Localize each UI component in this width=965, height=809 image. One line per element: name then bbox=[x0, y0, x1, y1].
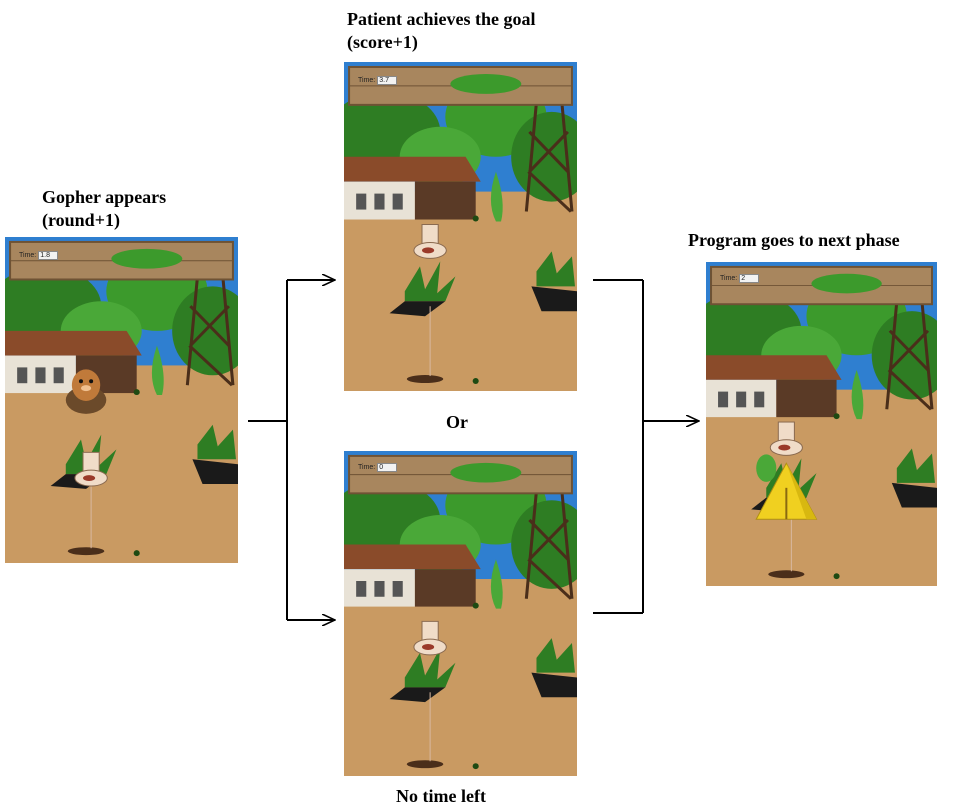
caption-next-phase: Program goes to next phase bbox=[688, 230, 900, 250]
caption-goal: Patient achieves the goal (score+1) bbox=[347, 8, 535, 54]
timer: Time:0 bbox=[358, 463, 398, 472]
game-panel-next-phase: Time:2 bbox=[706, 262, 937, 586]
caption-gopher-appears: Gopher appears (round+1) bbox=[42, 186, 166, 232]
timer-value: 3.7 bbox=[377, 76, 398, 85]
caption-goal-line1: Patient achieves the goal bbox=[347, 9, 536, 29]
caption-or: Or bbox=[446, 412, 468, 432]
timer-value: 0 bbox=[377, 463, 398, 472]
timer: Time:1.8 bbox=[19, 251, 59, 260]
game-panel-gopher-appears: Time:1.8 bbox=[5, 237, 238, 563]
timer-label: Time: bbox=[358, 77, 376, 84]
timer: Time:2 bbox=[720, 274, 760, 283]
caption-gopher-line1: Gopher appears bbox=[42, 187, 167, 207]
game-scene bbox=[706, 262, 937, 586]
timer-label: Time: bbox=[720, 275, 738, 282]
caption-gopher-line2: (round+1) bbox=[42, 210, 120, 230]
caption-no-time-left: No time left bbox=[396, 786, 486, 806]
timer: Time:3.7 bbox=[358, 76, 398, 85]
timer-value: 1.8 bbox=[38, 251, 59, 260]
game-scene bbox=[5, 237, 238, 563]
game-panel-no-time-left: Time:0 bbox=[344, 451, 577, 776]
timer-value: 2 bbox=[739, 274, 760, 283]
tent-icon bbox=[755, 454, 818, 520]
caption-goal-line2: (score+1) bbox=[347, 32, 418, 52]
gopher-icon bbox=[65, 369, 107, 414]
game-scene bbox=[344, 451, 577, 776]
game-scene bbox=[344, 62, 577, 391]
timer-label: Time: bbox=[19, 252, 37, 259]
game-panel-goal-achieved: Time:3.7 bbox=[344, 62, 577, 391]
timer-label: Time: bbox=[358, 464, 376, 471]
